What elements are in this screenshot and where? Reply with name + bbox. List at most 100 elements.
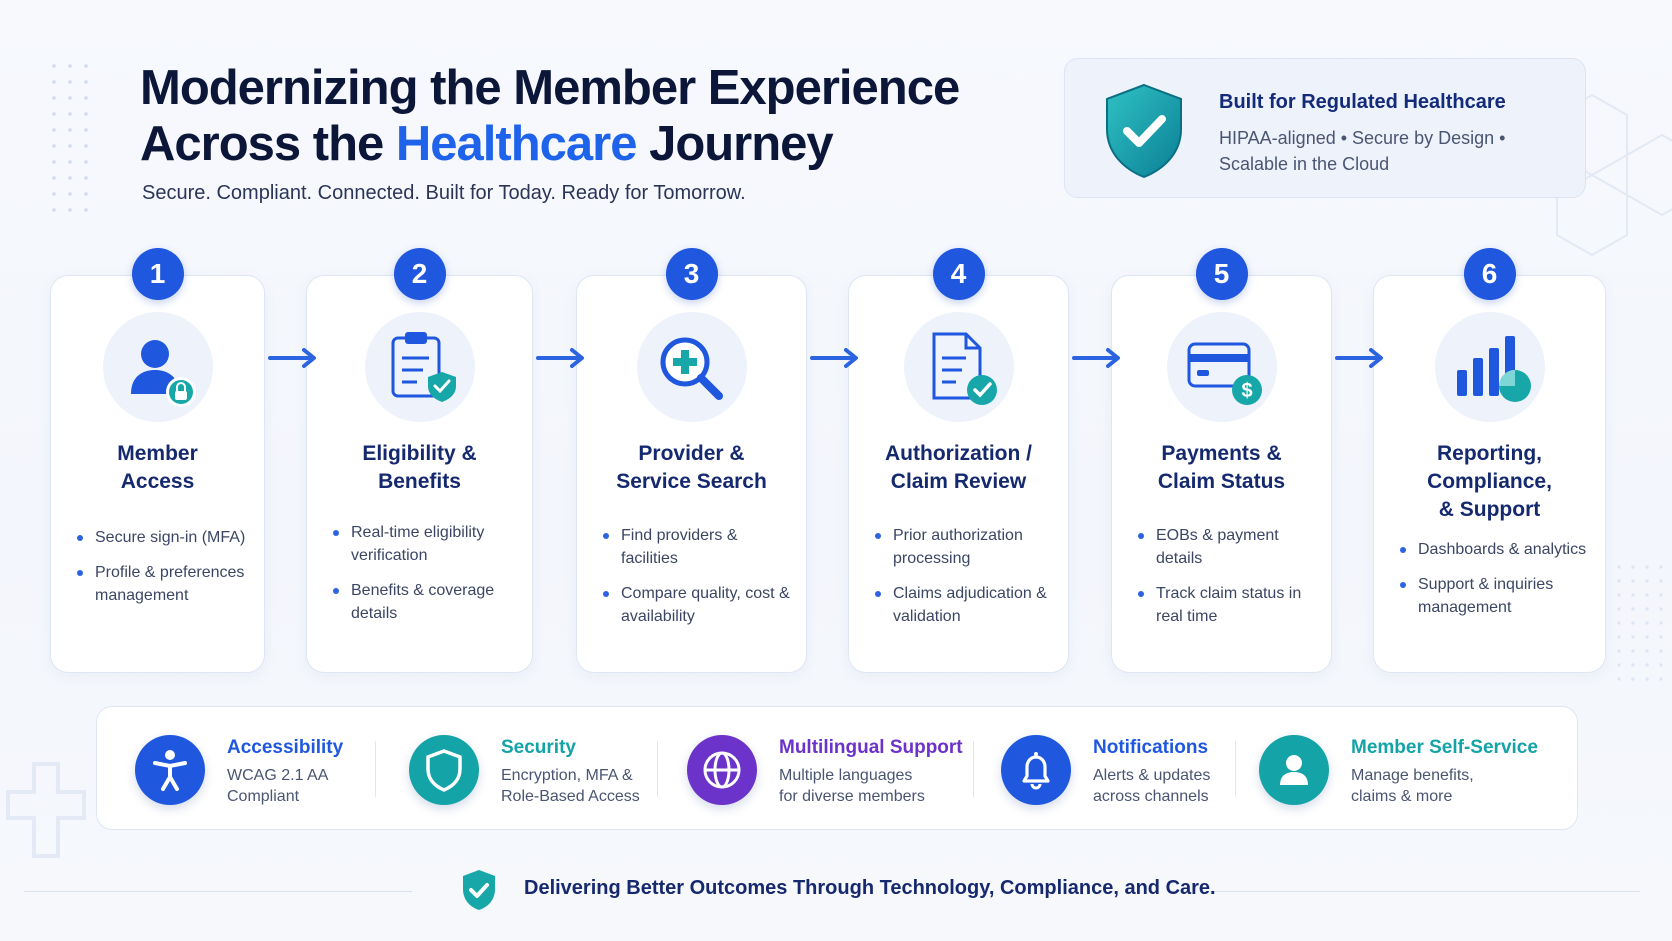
footer-divider-right — [1210, 891, 1640, 892]
regulated-text: HIPAA-aligned • Secure by Design • Scala… — [1219, 128, 1506, 174]
step-title: Provider & Service Search — [616, 442, 767, 493]
search-medical-icon — [660, 337, 723, 400]
feature-title: Accessibility — [227, 737, 344, 758]
card-dollar-icon: $ — [1187, 342, 1262, 405]
feature-separator — [1235, 741, 1236, 797]
arrow-right-icon — [810, 348, 858, 368]
footer-shield-icon — [463, 870, 495, 910]
feature-icon-circle — [1259, 735, 1329, 805]
step-title: Member Access — [117, 442, 198, 493]
feature-description: Multiple languages for diverse members — [779, 767, 925, 805]
step-bullet: Prior authorization processing — [873, 524, 1054, 570]
title-highlight: Healthcare — [395, 117, 638, 171]
step-number-badge: 1 — [131, 248, 184, 300]
step-icon-circle: $ — [1166, 312, 1277, 422]
feature-description: Alerts & updates across channels — [1093, 767, 1211, 805]
step-icon-circle — [636, 312, 747, 422]
feature-title: Member Self-Service — [1351, 737, 1538, 758]
step-bullet: Compare quality, cost & availability — [601, 582, 792, 628]
clipboard-shield-icon — [391, 332, 456, 402]
regulated-title: Built for Regulated Healthcare — [1219, 91, 1506, 113]
decorative-dots — [46, 58, 90, 218]
arrow-right-icon — [1072, 348, 1120, 368]
step-icon-circle — [903, 312, 1014, 422]
page-subtitle: Secure. Compliant. Connected. Built for … — [142, 182, 746, 204]
step-title: Eligibility & Benefits — [362, 442, 477, 493]
feature-title: Notifications — [1093, 737, 1209, 758]
step-icon-circle — [102, 312, 213, 422]
title-line-2-post: Journey — [636, 117, 834, 171]
step-title: Payments & Claim Status — [1157, 442, 1286, 493]
feature-title: Security — [501, 737, 576, 758]
step-bullet: Track claim status in real time — [1136, 582, 1317, 628]
step-number-badge: 3 — [665, 248, 718, 300]
document-check-icon — [932, 332, 997, 405]
decorative-dots-right — [1612, 560, 1672, 690]
title-line-2-pre: Across the — [140, 117, 396, 171]
arrow-right-icon — [268, 348, 316, 368]
step-title: Authorization / Claim Review — [885, 442, 1032, 493]
footer-tagline: Delivering Better Outcomes Through Techn… — [524, 877, 1216, 899]
step-bullet: EOBs & payment details — [1136, 524, 1317, 570]
shield-check-icon — [1106, 83, 1182, 179]
title-line-1: Modernizing the Member Experience — [140, 61, 960, 115]
feature-title: Multilingual Support — [779, 737, 963, 758]
feature-description: Manage benefits, claims & more — [1351, 767, 1474, 805]
svg-text:$: $ — [1241, 380, 1252, 402]
step-bullet: Benefits & coverage details — [331, 579, 518, 625]
step-bullet: Dashboards & analytics — [1398, 538, 1591, 561]
arrow-right-icon — [1335, 348, 1383, 368]
step-bullet: Find providers & facilities — [601, 524, 792, 570]
step-number-badge: 2 — [393, 248, 446, 300]
step-number-badge: 4 — [932, 248, 985, 300]
user-icon — [1280, 755, 1308, 785]
step-icon-circle — [1434, 312, 1545, 422]
step-icon-circle — [364, 312, 475, 422]
step-bullet: Real-time eligibility verification — [331, 521, 518, 567]
step-bullet: Claims adjudication & validation — [873, 582, 1054, 628]
page-title: Modernizing the Member Experience Across… — [140, 60, 960, 172]
step-number-badge: 6 — [1463, 248, 1516, 300]
shield-icon — [426, 749, 462, 792]
footer-divider-left — [24, 891, 412, 892]
feature-separator — [973, 741, 974, 797]
step-bullet: Profile & preferences management — [75, 561, 250, 607]
title-line-2: Across the Healthcare Journey — [140, 116, 959, 172]
step-number-badge: 5 — [1195, 248, 1248, 300]
chart-pie-icon — [1456, 336, 1531, 402]
arrow-right-icon — [536, 348, 584, 368]
feature-description: WCAG 2.1 AA Compliant — [227, 767, 329, 805]
regulated-healthcare-panel: Built for Regulated Healthcare HIPAA-ali… — [1064, 58, 1586, 198]
feature-separator — [375, 741, 376, 797]
feature-icon-circle — [135, 735, 205, 805]
step-bullet: Secure sign-in (MFA) — [75, 526, 250, 549]
step-title: Reporting, Compliance, & Support — [1427, 442, 1552, 521]
member-lock-icon — [130, 340, 196, 407]
feature-description: Encryption, MFA & Role-Based Access — [501, 767, 640, 805]
globe-icon — [703, 751, 741, 789]
bell-icon — [1022, 752, 1050, 790]
feature-icon-circle — [1001, 735, 1071, 805]
step-bullet: Support & inquiries management — [1398, 573, 1591, 619]
medical-cross-decor-icon — [6, 762, 86, 858]
feature-icon-circle — [409, 735, 479, 805]
accessibility-icon — [153, 750, 187, 791]
feature-icon-circle — [687, 735, 757, 805]
